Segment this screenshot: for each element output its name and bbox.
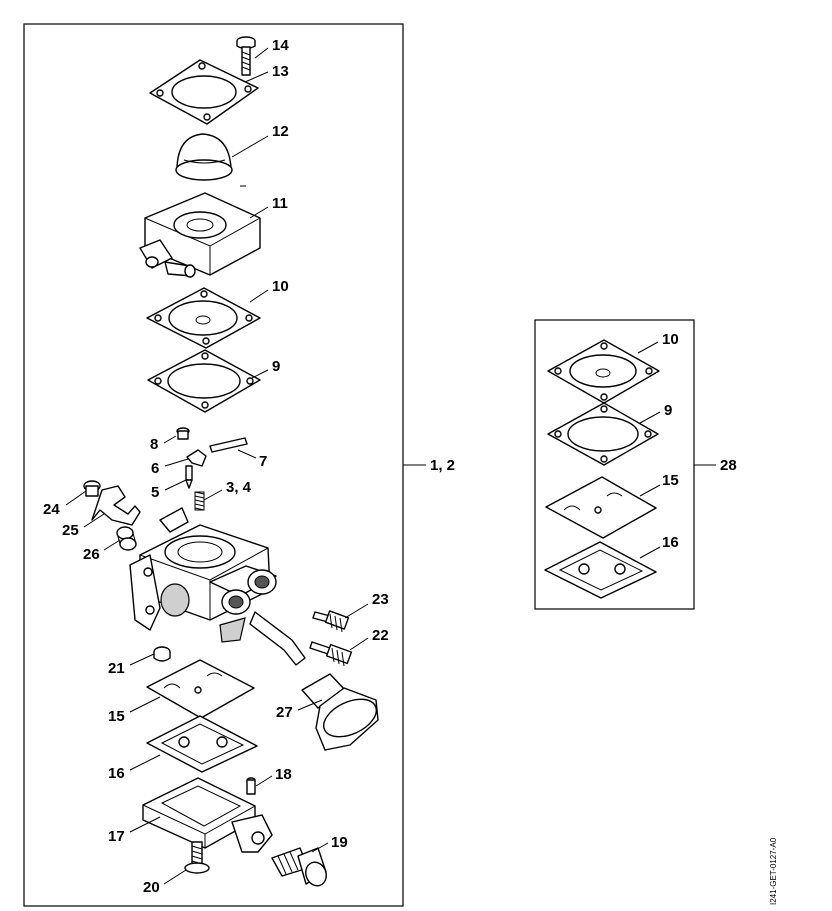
inlet-lever-part-6 bbox=[186, 449, 207, 467]
carburetor-body-part-1-2 bbox=[129, 507, 306, 666]
sleeve-part-26 bbox=[116, 526, 137, 551]
callout-5: 5 bbox=[151, 484, 159, 501]
pin-part-7 bbox=[209, 437, 248, 453]
callout-22: 22 bbox=[372, 627, 389, 644]
kit-callout-9: 9 bbox=[664, 402, 672, 419]
callout-20: 20 bbox=[143, 879, 160, 896]
callout-25: 25 bbox=[62, 522, 79, 539]
kit-pump-gasket-part-16 bbox=[544, 541, 657, 599]
screw-part-14 bbox=[236, 36, 256, 76]
metering-diaphragm-part-10 bbox=[146, 287, 261, 349]
pump-gasket-part-16 bbox=[146, 715, 258, 773]
callout-24: 24 bbox=[43, 501, 60, 518]
screw-part-20 bbox=[184, 841, 210, 874]
adjust-screw-part-23 bbox=[312, 610, 350, 633]
plug-part-18 bbox=[246, 777, 256, 795]
callout-19: 19 bbox=[331, 834, 348, 851]
callout-14: 14 bbox=[272, 37, 289, 54]
kit-pump-diaphragm-part-15 bbox=[545, 476, 657, 539]
gasket-part-9 bbox=[147, 349, 261, 413]
callout-6: 6 bbox=[151, 460, 159, 477]
callout-7: 7 bbox=[259, 453, 267, 470]
fuel-fitting-part-19 bbox=[271, 847, 327, 887]
screw-part-8 bbox=[176, 427, 190, 440]
callout-21: 21 bbox=[108, 660, 125, 677]
kit-callout-16: 16 bbox=[662, 534, 679, 551]
callout-27: 27 bbox=[276, 704, 293, 721]
kit-gasket-part-9 bbox=[547, 402, 659, 466]
air-horn-part-27 bbox=[301, 673, 379, 751]
cover-gasket-part-13 bbox=[149, 59, 259, 125]
kit-group-label: 28 bbox=[720, 457, 737, 474]
filter-part-21 bbox=[153, 646, 171, 662]
callout-12: 12 bbox=[272, 123, 289, 140]
carburetor-cover-part-11 bbox=[139, 192, 261, 278]
callout-11: 11 bbox=[272, 195, 288, 212]
callouts-kit: 10 9 15 16 bbox=[637, 331, 679, 559]
callout-17: 17 bbox=[108, 828, 125, 845]
pump-cover-part-17 bbox=[142, 777, 273, 853]
callout-26: 26 bbox=[83, 546, 100, 563]
kit-callout-15: 15 bbox=[662, 472, 679, 489]
callout-9: 9 bbox=[272, 358, 280, 375]
main-group-label: 1, 2 bbox=[430, 457, 455, 474]
kit-diaphragm-part-10 bbox=[547, 339, 660, 404]
bracket-part-25 bbox=[91, 485, 141, 526]
callout-3-4: 3, 4 bbox=[226, 479, 252, 496]
pump-diaphragm-part-15 bbox=[146, 659, 255, 719]
spring-part-3-4 bbox=[194, 491, 205, 511]
screw-part-24 bbox=[83, 480, 101, 497]
primer-bulb-part-12 bbox=[175, 133, 233, 181]
kit-callout-10: 10 bbox=[662, 331, 679, 348]
callout-8: 8 bbox=[150, 436, 158, 453]
callout-13: 13 bbox=[272, 63, 289, 80]
adjust-screw-part-22 bbox=[309, 641, 353, 667]
callouts-main: 14 13 12 11 10 9 8 7 6 5 3, 4 24 25 26 2… bbox=[43, 37, 389, 896]
part-number-label: I241-GET-0127-A0 bbox=[769, 837, 778, 905]
inlet-needle-part-5 bbox=[185, 465, 193, 489]
callout-18: 18 bbox=[275, 766, 292, 783]
callout-16: 16 bbox=[108, 765, 125, 782]
callout-15: 15 bbox=[108, 708, 125, 725]
callout-23: 23 bbox=[372, 591, 389, 608]
callout-10: 10 bbox=[272, 278, 289, 295]
